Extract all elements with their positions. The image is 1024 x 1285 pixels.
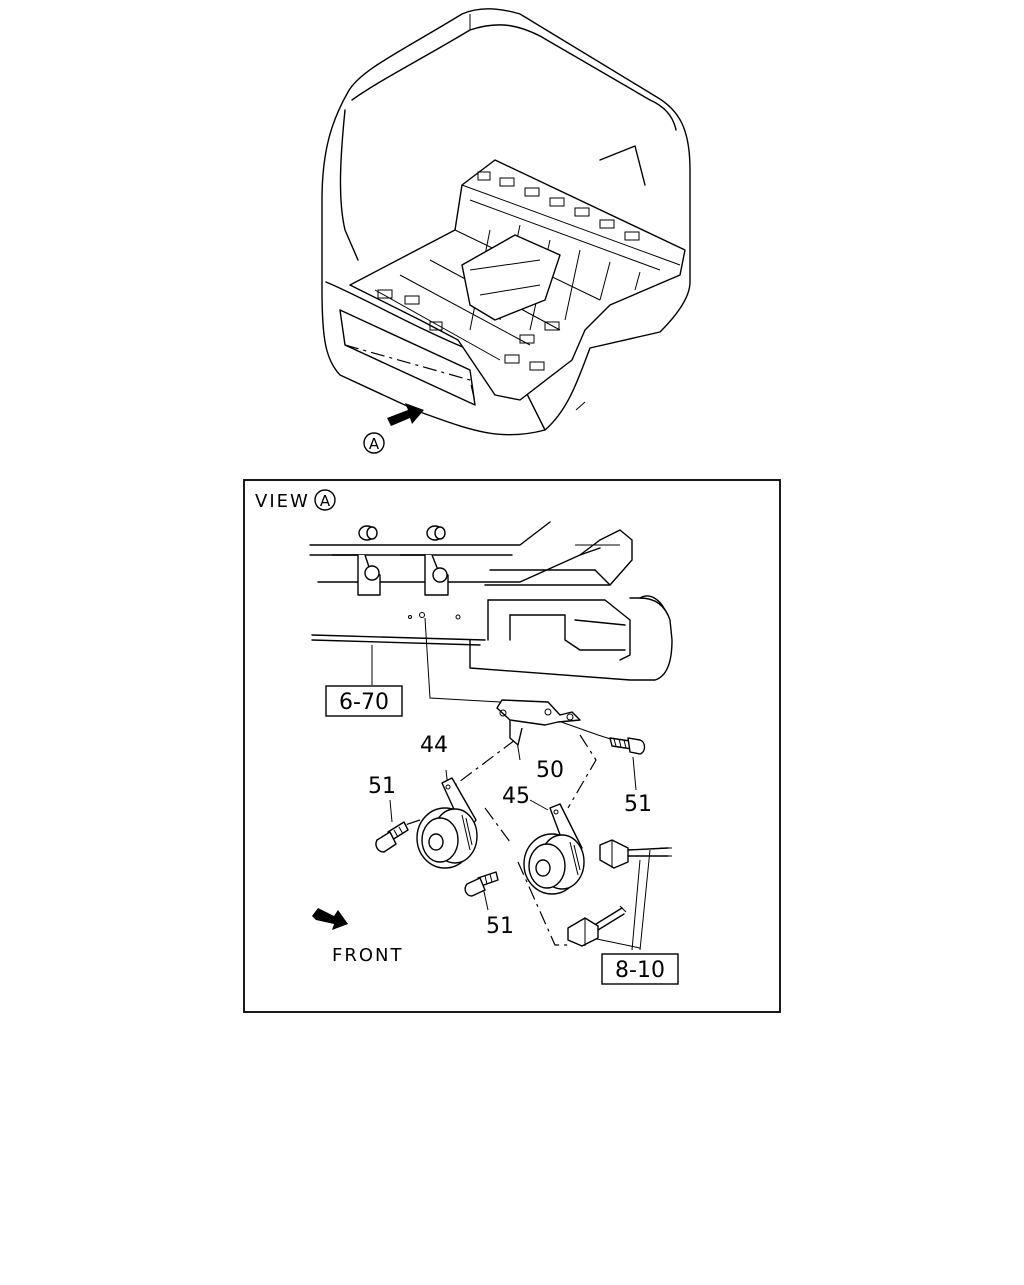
- reference-8-10-text: 8-10: [615, 958, 665, 983]
- view-heading: VIEW A: [255, 489, 336, 512]
- view-detail-frame: [243, 479, 781, 1013]
- leader-lines: [371, 617, 651, 951]
- callout-45: 45: [502, 784, 530, 809]
- bolt-right: [609, 737, 646, 755]
- reference-box-6-70: 6-70: [325, 685, 403, 717]
- reference-6-70-text: 6-70: [339, 690, 389, 715]
- view-heading-text: VIEW: [255, 491, 310, 512]
- cab-overview-illustration: [321, 8, 691, 436]
- bolt-bottom: [464, 871, 499, 897]
- front-label: FRONT: [332, 945, 404, 966]
- horn-right: [523, 803, 585, 895]
- front-direction-arrow: [312, 908, 348, 930]
- frame-structure-illustration: [309, 521, 673, 681]
- view-direction-arrow: [387, 403, 424, 426]
- reference-box-8-10: 8-10: [601, 953, 679, 985]
- callout-44: 44: [420, 733, 448, 758]
- callout-51-right: 51: [624, 792, 652, 817]
- callout-50: 50: [536, 758, 564, 783]
- bolt-left: [375, 821, 409, 853]
- view-marker-top: A: [363, 432, 385, 454]
- view-heading-marker: A: [320, 492, 331, 510]
- callout-51-left: 51: [368, 774, 396, 799]
- callout-51-bottom: 51: [486, 914, 514, 939]
- wiring-harness: [567, 839, 672, 947]
- view-marker-letter: A: [369, 435, 380, 453]
- horn-left: [416, 777, 478, 869]
- mounting-bracket: [496, 699, 581, 746]
